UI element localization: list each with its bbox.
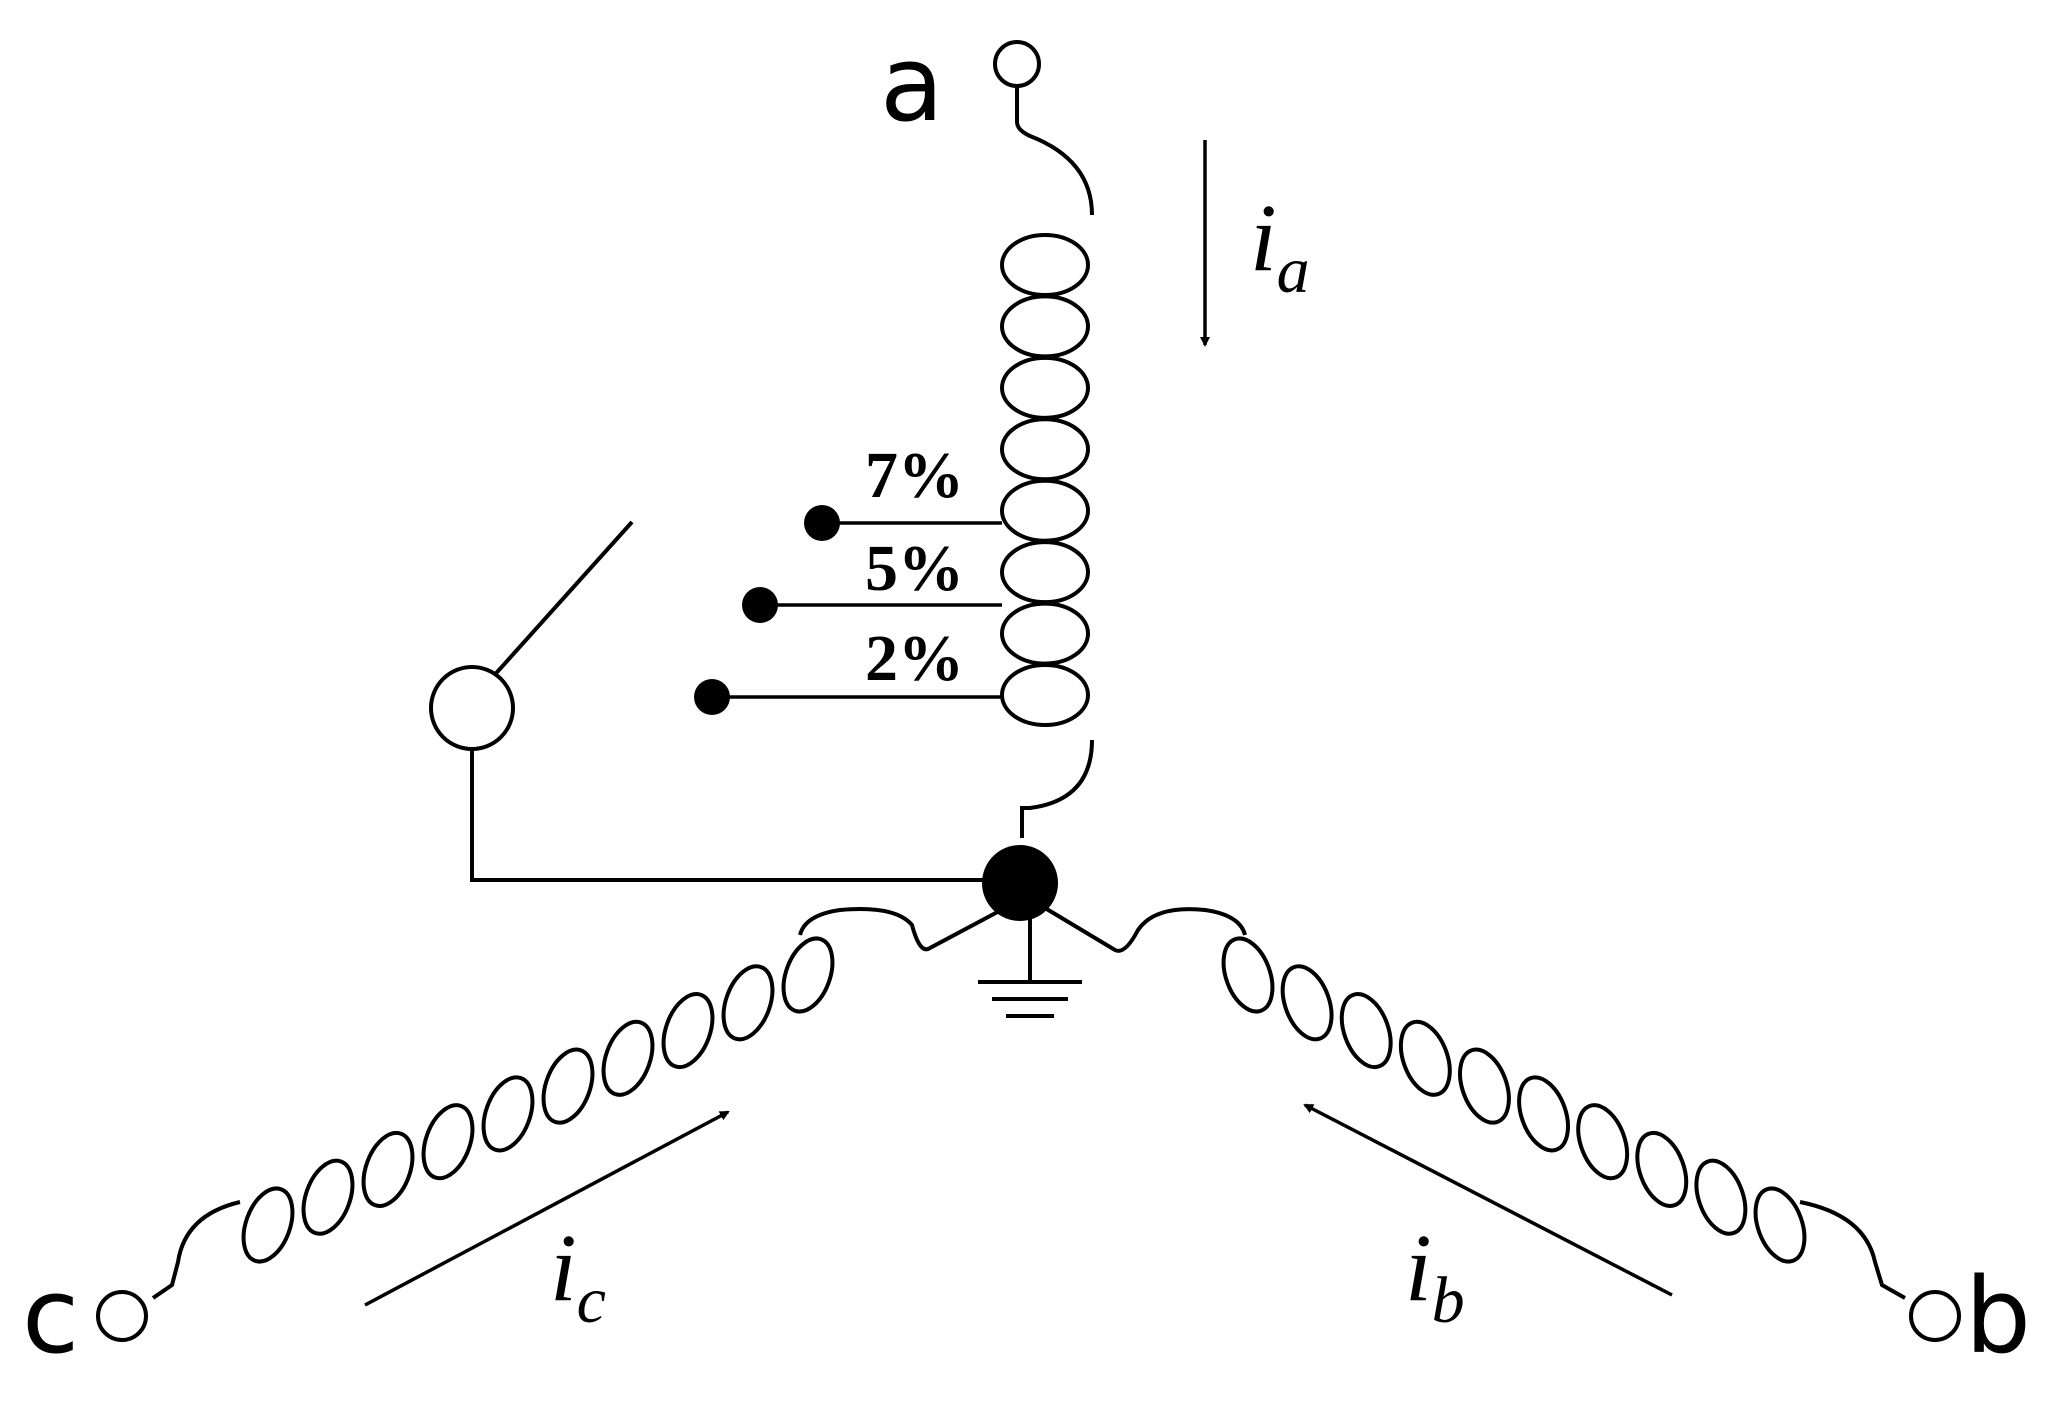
current-b-arrow — [1303, 1103, 1673, 1297]
tap-2-node[interactable] — [694, 679, 730, 715]
phase-b-winding — [1038, 903, 1961, 1342]
terminal-b-node[interactable] — [1909, 1290, 1961, 1342]
phase-a-coil-loop — [1000, 478, 1090, 543]
phase-c-coil — [241, 936, 835, 1264]
current-c-arrow — [364, 1110, 730, 1307]
phase-c-coil-loop — [421, 1103, 475, 1181]
phase-c-coil-loop — [541, 1047, 595, 1125]
phase-a-coil-loop — [1000, 355, 1090, 420]
tap-5-node[interactable] — [742, 587, 778, 623]
tap-label-7: 7% — [865, 439, 964, 512]
phase-a-coil — [1000, 233, 1090, 727]
phase-a-coil-loop — [1000, 233, 1090, 297]
phase-c-coil-loop — [661, 992, 715, 1070]
terminal-a-label: a — [880, 23, 944, 145]
phase-b-coil-loop — [1576, 1103, 1630, 1181]
switch-blade[interactable] — [488, 520, 634, 682]
tap-group: 7% 5% 2% — [694, 439, 1002, 715]
neutral-point — [978, 845, 1082, 1018]
phase-b-lead — [1799, 1200, 1906, 1300]
current-a-label: ia — [1250, 184, 1310, 307]
phase-c-winding — [96, 898, 1021, 1342]
current-c-label: ic — [550, 1214, 606, 1337]
tap-7-node[interactable] — [804, 505, 840, 541]
ground-icon — [978, 915, 1082, 1018]
phase-b-coil-loop — [1458, 1047, 1511, 1125]
phase-a-coil-loop — [1000, 601, 1090, 666]
terminal-b-label: b — [1965, 1255, 2031, 1377]
phase-a-coil-loop — [1000, 663, 1090, 727]
terminal-c-node[interactable] — [96, 1290, 148, 1342]
tap-label-5: 5% — [865, 532, 964, 605]
neutral-switch — [429, 520, 1020, 882]
phase-a-coil-loop — [1000, 294, 1090, 359]
phase-c-neutral-lead — [798, 898, 1021, 952]
phase-a-coil-loop — [1000, 540, 1090, 605]
phase-c-coil-loop — [241, 1186, 295, 1264]
neutral-node[interactable] — [982, 845, 1058, 921]
phase-b-coil-loop — [1694, 1158, 1748, 1236]
current-b-label: ib — [1405, 1214, 1465, 1337]
phase-b-neutral-lead — [1038, 903, 1247, 953]
phase-b-coil-loop — [1339, 992, 1393, 1070]
phase-c-coil-loop — [301, 1158, 355, 1236]
terminal-a-node[interactable] — [993, 40, 1041, 88]
switch-pivot[interactable] — [429, 665, 515, 751]
phase-b-coil-loop — [1753, 1186, 1807, 1264]
phase-c-coil-loop — [361, 1130, 415, 1208]
phase-a-lead — [1015, 86, 1094, 216]
phase-a-winding — [993, 40, 1094, 838]
terminal-c-label: c — [22, 1255, 79, 1377]
phase-b-coil-loop — [1398, 1019, 1452, 1097]
phase-c-lead — [151, 1200, 241, 1300]
switch-neutral-wire — [470, 749, 1020, 882]
phase-a-coil-loop — [1000, 417, 1090, 482]
phase-a-tail — [1020, 739, 1094, 838]
phase-c-coil-loop — [601, 1019, 655, 1097]
phase-b-coil-loop — [1517, 1075, 1570, 1153]
phase-c-coil-loop — [721, 964, 775, 1042]
tap-label-2: 2% — [865, 622, 964, 695]
phase-c-coil-loop — [781, 936, 835, 1014]
phase-b-coil-loop — [1635, 1130, 1689, 1208]
phase-b-coil — [1221, 936, 1807, 1264]
phase-c-coil-loop — [481, 1075, 535, 1153]
phase-b-coil-loop — [1280, 964, 1334, 1042]
phase-b-coil-loop — [1221, 936, 1275, 1014]
